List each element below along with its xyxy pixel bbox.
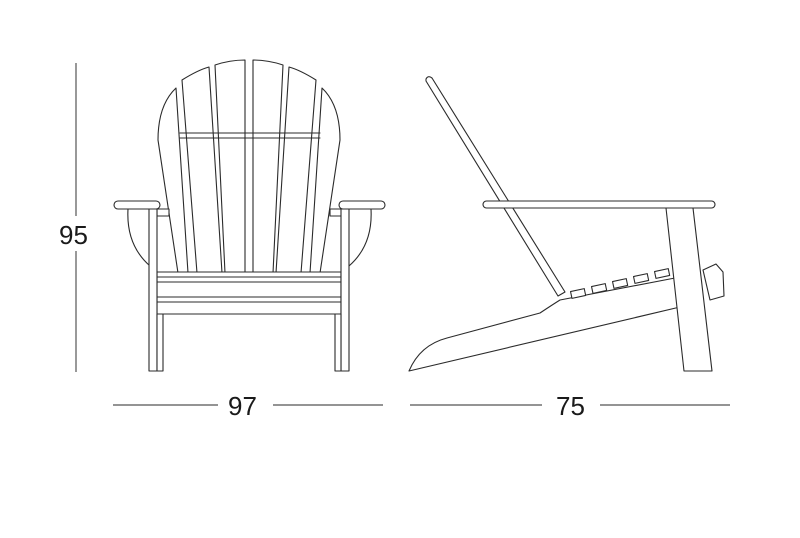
depth-dimension-label: 75 xyxy=(556,391,585,421)
width-dimension-label: 97 xyxy=(228,391,257,421)
side-view-chair xyxy=(408,76,725,372)
height-dimension-label: 95 xyxy=(59,220,88,250)
front-view-chair xyxy=(113,59,386,372)
